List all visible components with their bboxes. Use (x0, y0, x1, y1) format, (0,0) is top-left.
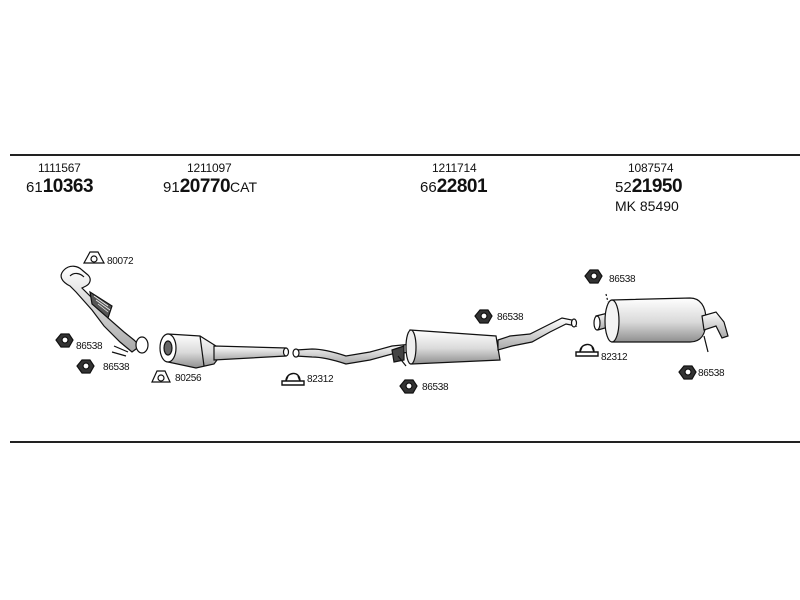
middle-silencer (292, 317, 578, 367)
callout-gasket-80256: 80256 (175, 373, 202, 384)
gasket-icon-80256 (151, 370, 171, 383)
part-number-prefix: 91 (163, 179, 180, 196)
part-number-prefix: 52 (615, 179, 632, 196)
part-number: 5221950 (615, 176, 683, 197)
nut-icon-center-top (474, 309, 493, 324)
part-number-main: 10363 (42, 176, 94, 197)
callout-gasket-80072: 80072 (107, 256, 134, 267)
part-label-rear-silencer: 1087574 5221950 MK 85490 (615, 161, 683, 213)
nut-icon-rear-bottom (678, 365, 697, 380)
part-number: 6622801 (420, 176, 488, 197)
callout-nut-rear-bottom: 86538 (698, 368, 725, 379)
callout-clamp-82312-rear: 82312 (601, 352, 628, 363)
part-number: 9120770CAT (163, 177, 257, 196)
callout-nut-rear-top: 86538 (609, 274, 636, 285)
top-divider (10, 154, 800, 156)
part-label-catalyst: 1211097 9120770CAT (163, 161, 257, 196)
part-number: 6110363 (26, 176, 94, 197)
part-label-front-pipe: 1111567 6110363 (26, 161, 94, 196)
mounting-kit-number: MK 85490 (615, 198, 679, 214)
clamp-icon-82312-middle (281, 372, 305, 386)
part-reference: 1211097 (187, 161, 232, 175)
part-reference: 1111567 (38, 161, 81, 175)
nut-icon-left-1 (55, 333, 74, 348)
callout-nut-left-2: 86538 (103, 362, 130, 373)
nut-icon-left-2 (76, 359, 95, 374)
part-number-main: 22801 (436, 176, 488, 197)
front-pipe (60, 265, 149, 357)
part-reference: 1211714 (432, 161, 477, 175)
clamp-icon-82312-rear (575, 343, 599, 357)
gasket-icon-80072 (82, 251, 106, 264)
part-label-middle-silencer: 1211714 6622801 (420, 161, 488, 196)
callout-clamp-82312-middle: 82312 (307, 374, 334, 385)
callout-nut-left-1: 86538 (76, 341, 103, 352)
part-number-prefix: 61 (26, 179, 43, 196)
nut-icon-center-bottom (399, 379, 418, 394)
nut-icon-rear-top (584, 269, 603, 284)
part-number-suffix: CAT (230, 179, 257, 195)
bottom-divider (10, 441, 800, 443)
callout-nut-center-top: 86538 (497, 312, 524, 323)
part-number-main: 20770 (179, 176, 231, 197)
callout-nut-center-bottom: 86538 (422, 382, 449, 393)
part-number-main: 21950 (631, 176, 683, 197)
catalytic-converter (159, 333, 290, 369)
rear-silencer (593, 293, 729, 353)
part-number-prefix: 66 (420, 179, 437, 196)
part-reference: 1087574 (628, 161, 674, 175)
